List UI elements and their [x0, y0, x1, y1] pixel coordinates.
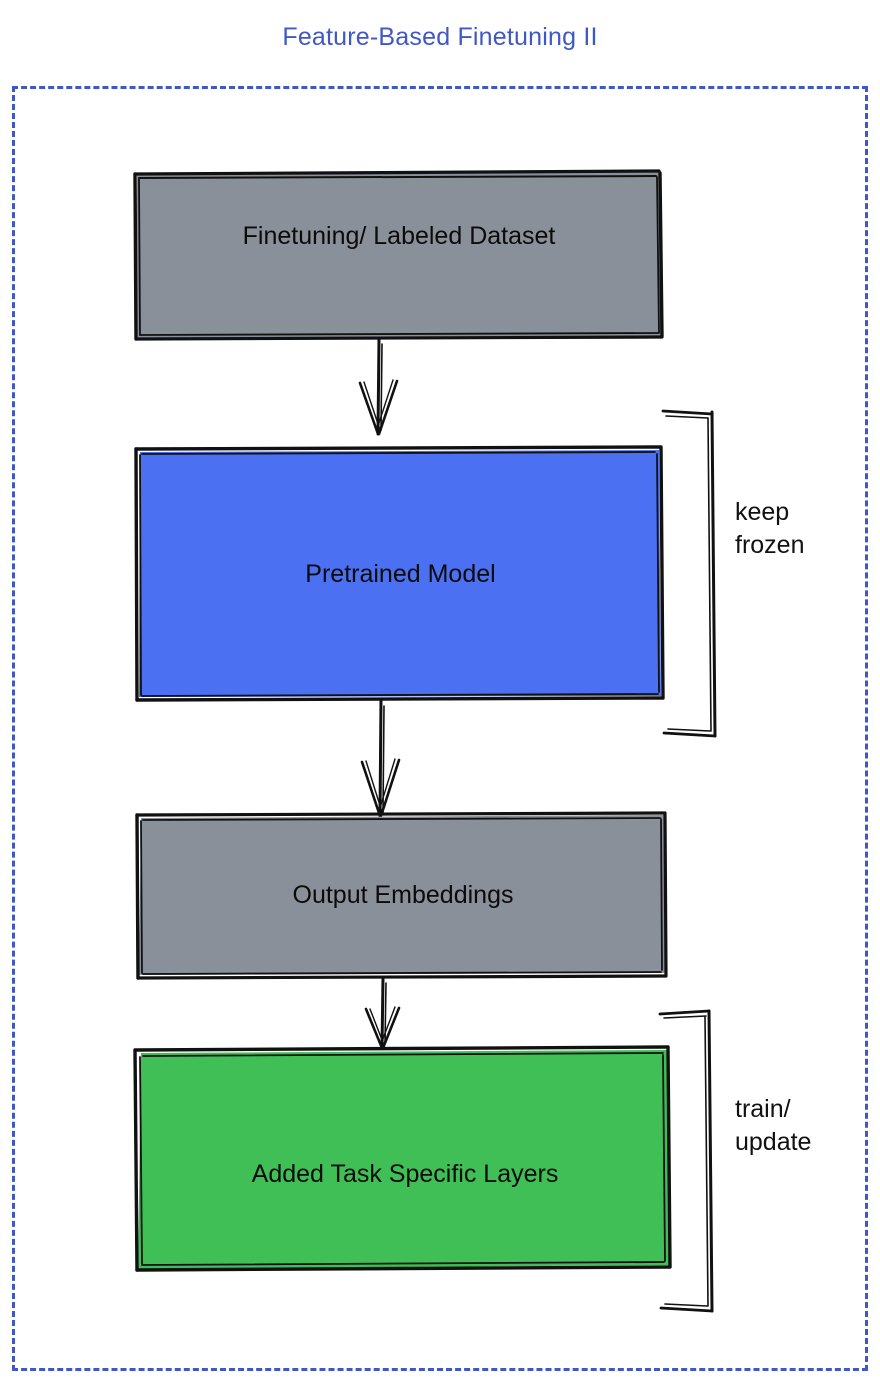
dashed-frame-border [12, 86, 868, 1371]
annotation-keep-frozen: keep frozen [735, 498, 805, 559]
diagram-title: Feature-Based Finetuning II [282, 23, 598, 51]
annotation-train-update: train/ update [735, 1095, 812, 1156]
